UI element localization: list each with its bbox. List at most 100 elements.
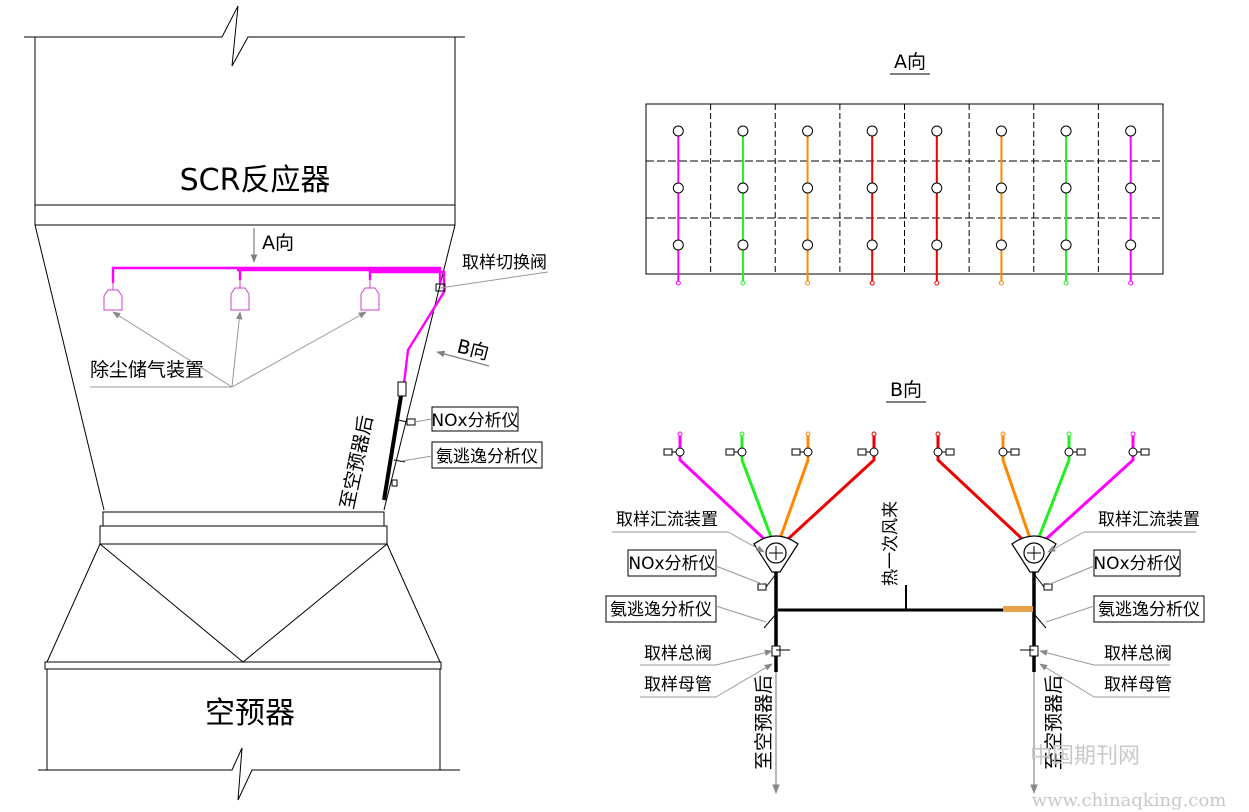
left-collector-label: 取样汇流装置: [616, 510, 718, 530]
view-a-title: A向: [894, 51, 926, 73]
right-branch-end: [935, 431, 941, 437]
view-a-sample-point: [672, 125, 684, 137]
left-branch-line: [678, 436, 778, 552]
left-branch-line: [774, 436, 810, 551]
left-valve-icon: [663, 448, 673, 456]
scr-reactor-structure: [24, 5, 465, 801]
view-a-sample-point: [1060, 182, 1072, 194]
sampling-pipes-left: [111, 266, 446, 393]
left-branch-end: [677, 431, 683, 437]
dust-tank-pointers: [90, 311, 367, 388]
dust-tank-label: 除尘储气装置: [90, 359, 204, 381]
view-a-sample-point: [737, 125, 749, 137]
left-branch-end: [739, 431, 745, 437]
left-valve-icon: [791, 448, 801, 456]
view-a-sample-point: [995, 239, 1007, 251]
dust-storage-device: [103, 280, 380, 311]
left-branch-line: [774, 436, 876, 552]
left-main-pipe-label: 取样母管: [644, 675, 712, 695]
view-a-grid: [645, 103, 1164, 286]
left-nox-box: [627, 549, 717, 577]
right-ammonia-label: 氨逃逸分析仪: [1098, 600, 1200, 620]
view-a-sample-point: [1125, 182, 1137, 194]
left-ammonia-tap: [763, 613, 777, 629]
right-branch-end: [1000, 431, 1006, 437]
view-a-sample-point: [866, 182, 878, 194]
view-a-sample-point: [931, 182, 943, 194]
left-branch-line: [740, 436, 778, 551]
left-valve-icon: [725, 448, 735, 456]
view-b-schematic: [663, 431, 1150, 794]
switch-valve-label: 取样切换阀: [462, 253, 547, 273]
nox-analyzer-label: NOx分析仪: [431, 411, 518, 431]
view-a-line-end: [740, 280, 746, 286]
view-a-line-end: [998, 280, 1004, 286]
left-nox-tap-icon: [757, 583, 767, 591]
right-main-valve-icon: [1029, 645, 1039, 657]
view-a-sample-point: [737, 239, 749, 251]
watermark-cn: 中国期刊网: [1030, 744, 1140, 769]
right-nox-tap-icon: [1043, 583, 1053, 591]
left-branch-joint: [803, 447, 813, 457]
right-nox-label: NOx分析仪: [1093, 554, 1180, 574]
view-a-sample-point: [995, 182, 1007, 194]
view-a-sample-point: [1125, 239, 1137, 251]
left-branch-end: [805, 431, 811, 437]
right-branch-line: [1001, 436, 1036, 551]
right-branch-line: [1032, 436, 1135, 552]
view-a-sample-point: [802, 239, 814, 251]
right-branch-joint: [1064, 447, 1074, 457]
right-main-valve-label: 取样总阀: [1104, 644, 1172, 664]
view-a-sample-point: [737, 182, 749, 194]
right-branch-joint: [1128, 447, 1138, 457]
view-a-line-end: [869, 280, 875, 286]
left-valve-icon: [857, 448, 867, 456]
view-a-sample-point: [866, 125, 878, 137]
left-main-valve-icon: [771, 645, 781, 657]
view-a-sample-point: [672, 182, 684, 194]
hot-air-label: 热一次风来: [881, 501, 901, 586]
right-valve-icon: [1140, 448, 1150, 456]
view-a-arrow-label: A向: [262, 232, 294, 254]
right-branch-end: [1130, 431, 1136, 437]
right-valve-icon: [945, 448, 955, 456]
right-to-preheater-label: 至空预器后: [1043, 675, 1065, 770]
view-a-line-end: [1128, 280, 1134, 286]
left-main-valve-label: 取样总阀: [644, 644, 712, 664]
left-branch-end: [871, 431, 877, 437]
left-to-preheater-label: 至空预器后: [753, 675, 775, 770]
watermark-url: www.chinaqking.com: [1032, 790, 1227, 811]
view-a-sample-point: [995, 125, 1007, 137]
view-b-arrow: [436, 350, 490, 367]
right-valve-icon: [1076, 448, 1086, 456]
view-b-title: B向: [890, 379, 922, 401]
air-preheater-label: 空预器: [205, 696, 295, 731]
right-nox-tap: [1033, 573, 1045, 588]
view-a-sample-point: [931, 125, 943, 137]
view-a-sample-point: [931, 239, 943, 251]
right-main-pipe-label: 取样母管: [1104, 675, 1172, 695]
view-b-arrow-label: B向: [455, 336, 491, 365]
ammonia-analyzer-label: 氨逃逸分析仪: [436, 447, 538, 467]
view-a-line-end: [805, 280, 811, 286]
right-branch-line: [936, 436, 1036, 552]
right-branch-line: [1032, 436, 1071, 551]
right-valve-icon: [1010, 448, 1020, 456]
right-branch-joint: [933, 447, 943, 457]
left-branch-joint: [737, 447, 747, 457]
view-a-line-end: [934, 280, 940, 286]
ammonia-analyzer-box: [431, 441, 543, 469]
view-a-sample-point: [802, 125, 814, 137]
right-branch-joint: [998, 447, 1008, 457]
view-a-line-end: [675, 280, 681, 286]
left-branch-joint: [869, 447, 879, 457]
view-a-line-end: [1063, 280, 1069, 286]
view-a-sample-point: [672, 239, 684, 251]
left-nox-label: NOx分析仪: [628, 554, 715, 574]
right-nox-box: [1093, 549, 1181, 577]
scr-reactor-label: SCR反应器: [180, 163, 331, 198]
to-preheater-label-left: 至空预器后: [336, 414, 377, 512]
hot-air-pipe: [778, 585, 1035, 612]
view-a-sample-point: [1125, 125, 1137, 137]
right-ammonia-tap: [1033, 613, 1047, 629]
